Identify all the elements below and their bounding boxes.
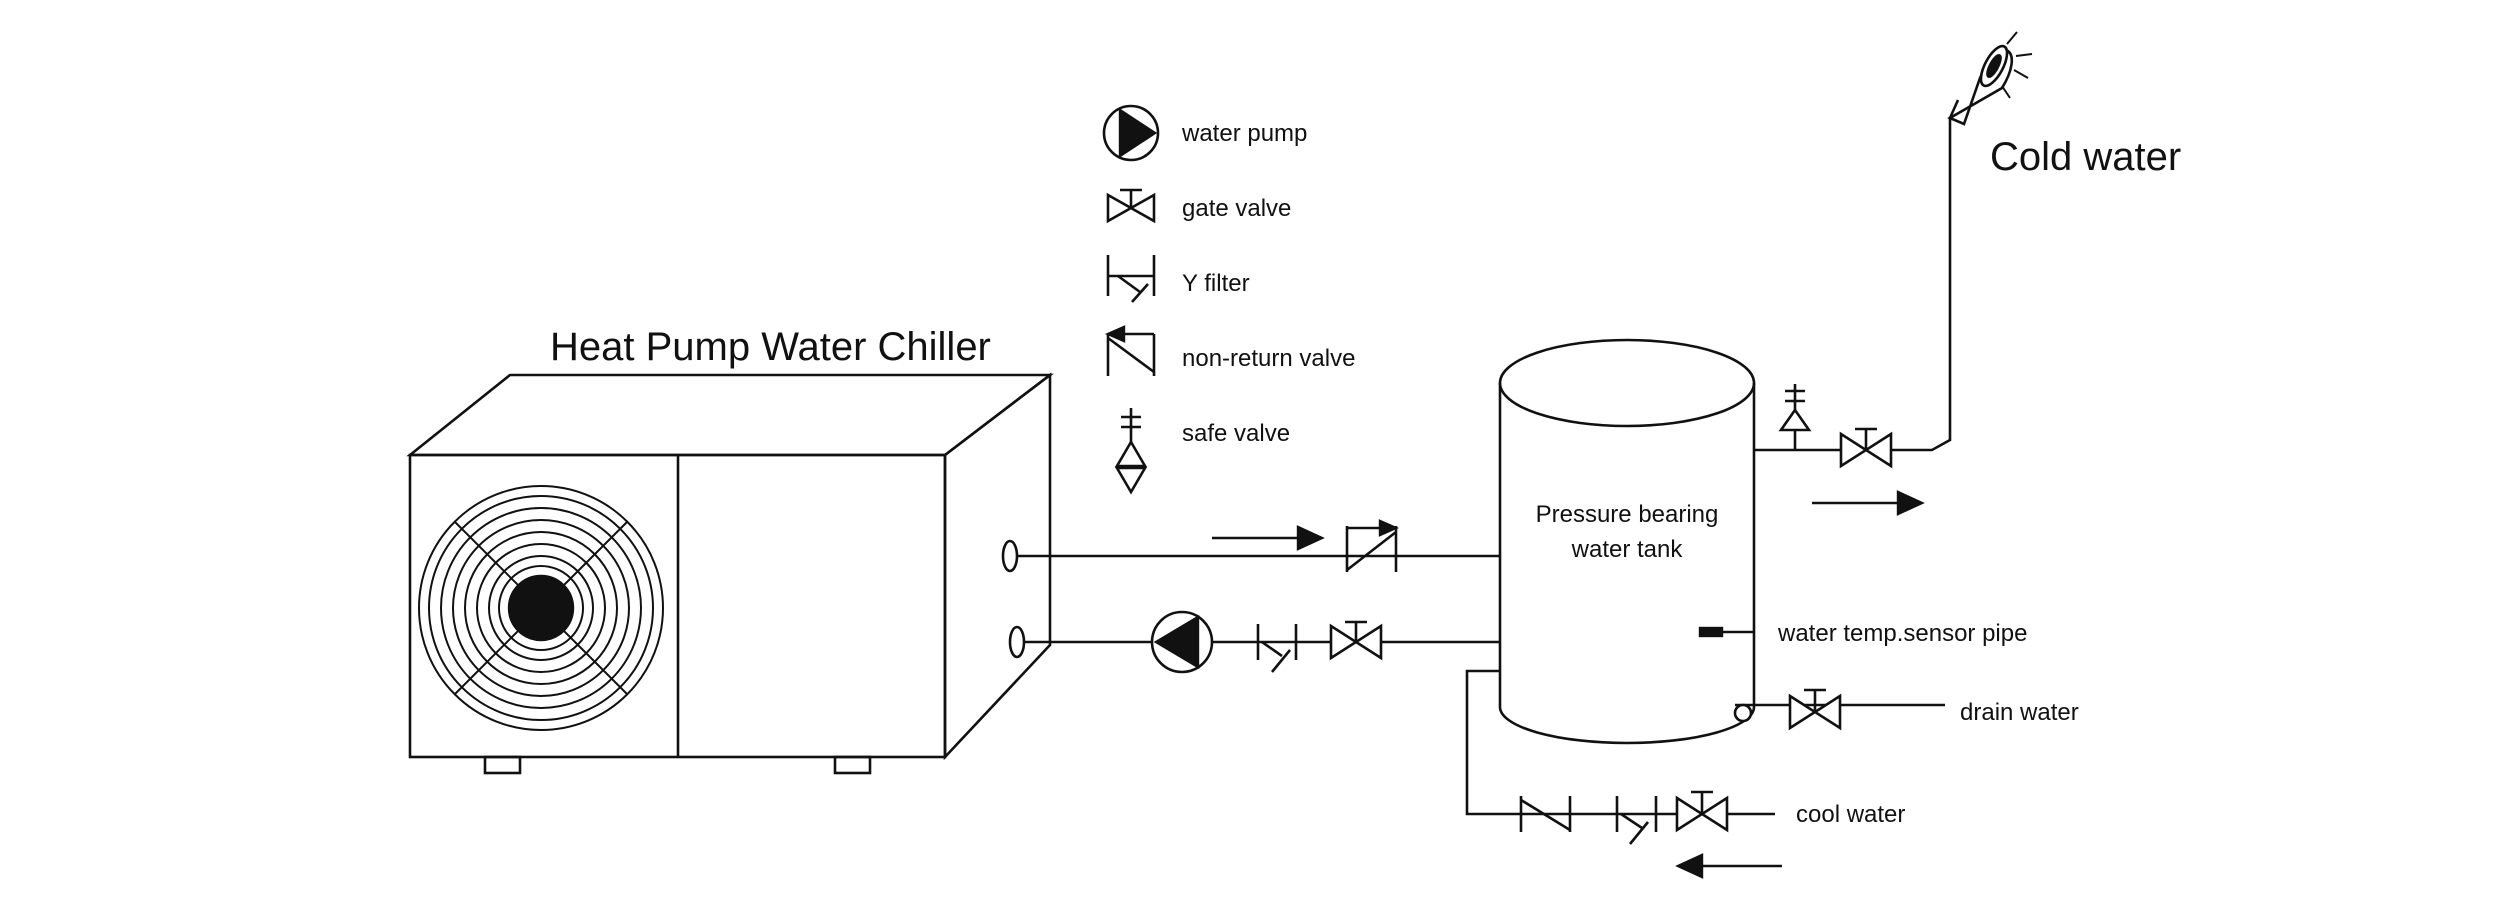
flow-arrow-left-icon — [1675, 853, 1782, 879]
fan-grille-icon — [418, 485, 664, 731]
water-pump-icon — [1150, 610, 1214, 674]
cool-water-label: cool water — [1796, 801, 1905, 828]
y-filter-icon — [1106, 255, 1156, 303]
legend-non-return-valve: non-return valve — [1105, 325, 1355, 376]
gate-valve-icon — [1106, 188, 1156, 224]
flow-arrow-right-icon — [1212, 525, 1325, 551]
y-filter-icon — [1615, 796, 1658, 845]
pressure-water-tank: Pressure bearing water tank — [1498, 338, 1756, 745]
gate-valve-icon — [1839, 427, 1893, 469]
safe-valve-icon — [1114, 408, 1148, 495]
inlet-port — [1008, 625, 1026, 659]
legend-y-filter: Y filter — [1106, 255, 1250, 303]
temperature-sensor-icon — [1698, 626, 1724, 638]
cold-water-label: Cold water — [1990, 135, 2181, 179]
water-pump-icon — [1102, 104, 1160, 162]
shower-head-icon — [1947, 31, 2033, 126]
flow-arrow-right-icon — [1812, 490, 1925, 516]
non-return-valve-icon — [1105, 325, 1156, 376]
safe-valve-icon — [1778, 384, 1812, 450]
gate-valve-icon — [1675, 790, 1729, 833]
tank-label-line1: Pressure bearing — [1536, 501, 1719, 528]
drain-outlet-port — [1733, 703, 1753, 723]
legend-label: gate valve — [1182, 195, 1291, 222]
legend-label: safe valve — [1182, 420, 1290, 447]
legend-safe-valve: safe valve — [1114, 408, 1290, 495]
non-return-valve-icon — [1519, 796, 1572, 832]
gate-valve-icon — [1329, 620, 1383, 661]
y-filter-icon — [1256, 624, 1298, 673]
legend-gate-valve: gate valve — [1106, 188, 1291, 224]
legend-water-pump: water pump — [1102, 104, 1307, 162]
outlet-port — [1001, 539, 1019, 573]
drain-label: drain water — [1960, 699, 2079, 726]
heat-pump-unit — [406, 372, 1054, 775]
non-return-valve-icon — [1345, 519, 1399, 572]
sensor-label: water temp.sensor pipe — [1777, 620, 2027, 647]
legend-label: water pump — [1181, 120, 1307, 147]
gate-valve-icon — [1788, 688, 1842, 731]
legend: water pump gate valve Y filter — [1102, 104, 1355, 495]
tank-label-line2: water tank — [1571, 536, 1684, 563]
chiller-title: Heat Pump Water Chiller — [550, 325, 991, 369]
legend-label: non-return valve — [1182, 345, 1355, 372]
legend-label: Y filter — [1182, 270, 1250, 297]
